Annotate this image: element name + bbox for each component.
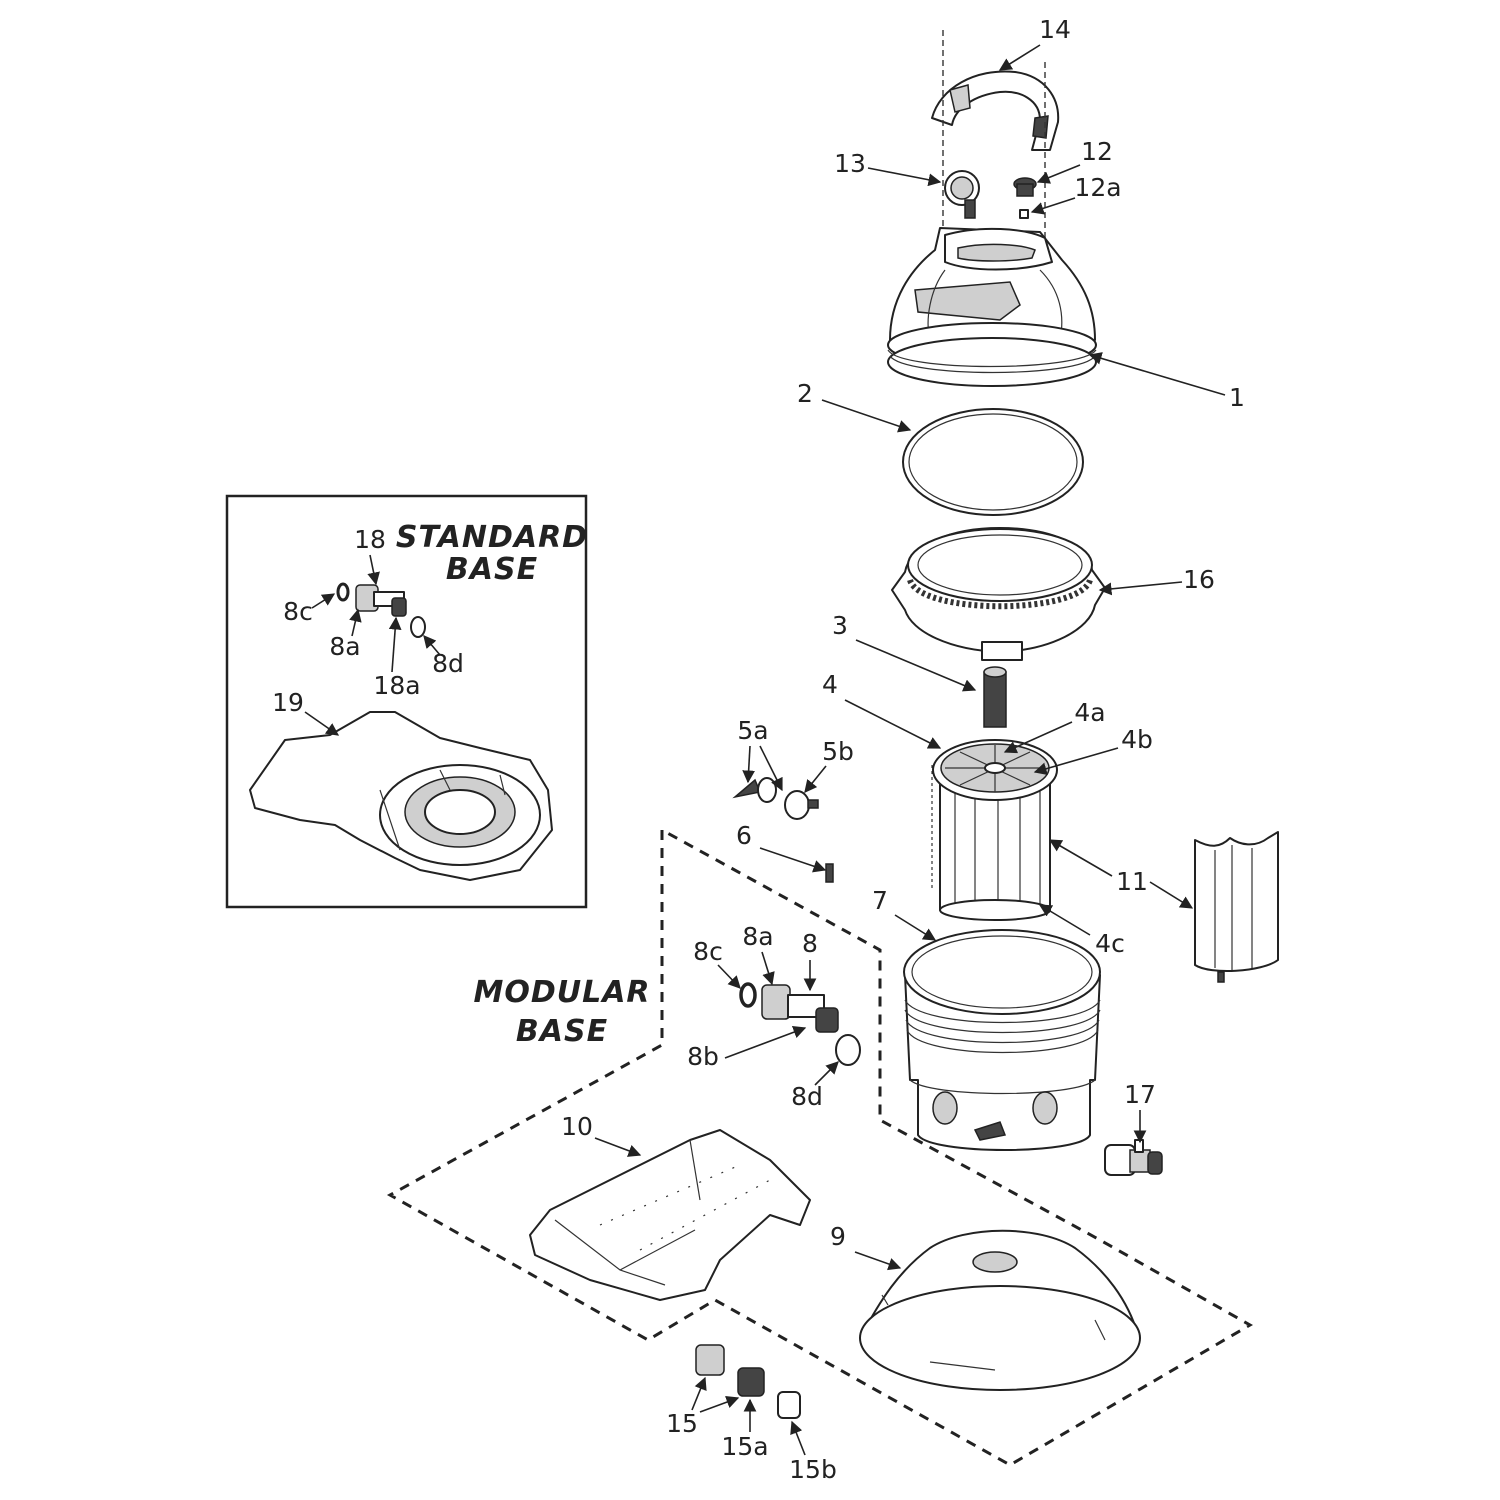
callout-8: 8 xyxy=(802,929,818,958)
part-2-lid-o-ring xyxy=(902,408,1084,516)
callout-15a: 15a xyxy=(721,1432,768,1461)
standard-base-title-line2: BASE xyxy=(446,552,538,587)
callout-18a: 18a xyxy=(373,671,420,700)
callout-15b: 15b xyxy=(789,1455,837,1484)
callout-8c: 8c xyxy=(693,937,723,966)
part-1-filter-lid xyxy=(887,227,1097,387)
part-11-cartridge-segment xyxy=(1194,831,1279,983)
callout-12a: 12a xyxy=(1074,173,1121,202)
part-5a-5b-fittings xyxy=(732,777,819,820)
callout-17: 17 xyxy=(1124,1080,1156,1109)
part-3-inner-element xyxy=(983,666,1007,728)
part-10-modular-base-deck xyxy=(529,1129,811,1301)
callout-12: 12 xyxy=(1081,137,1113,166)
callout-2: 2 xyxy=(797,379,813,408)
callout-8a-standard: 8a xyxy=(329,632,360,661)
callout-4b: 4b xyxy=(1121,725,1153,754)
callout-11: 11 xyxy=(1116,867,1148,896)
callout-7: 7 xyxy=(872,886,888,915)
part-4-cartridge-assembly xyxy=(931,739,1058,921)
callout-8d: 8d xyxy=(791,1082,823,1111)
modular-base-title-line1: MODULAR xyxy=(473,975,650,1010)
callout-19: 19 xyxy=(272,688,304,717)
callout-6: 6 xyxy=(736,821,752,850)
part-16-lock-ring xyxy=(891,527,1106,661)
part-6-screw xyxy=(825,863,834,883)
part-18-union-standard xyxy=(336,582,426,638)
callout-4c: 4c xyxy=(1095,929,1125,958)
callout-4a: 4a xyxy=(1074,698,1105,727)
part-15-bulkhead-fittings xyxy=(695,1344,801,1419)
callout-8c-standard: 8c xyxy=(283,597,313,626)
callout-16: 16 xyxy=(1183,565,1215,594)
callout-5b: 5b xyxy=(822,737,854,766)
part-17-drain-valve xyxy=(1104,1139,1163,1176)
callout-14: 14 xyxy=(1039,15,1071,44)
callout-3: 3 xyxy=(832,611,848,640)
part-8-union-modular xyxy=(739,982,861,1066)
callout-15: 15 xyxy=(666,1409,698,1438)
standard-base-inset: STANDARD BASE 18 8c 8a 18a 8d 19 xyxy=(225,494,588,909)
callout-18: 18 xyxy=(354,525,386,554)
part-9-modular-base-dome xyxy=(859,1229,1141,1391)
modular-base-title-line2: BASE xyxy=(516,1014,608,1049)
callout-5a: 5a xyxy=(737,716,768,745)
callout-1: 1 xyxy=(1229,383,1245,412)
callout-4: 4 xyxy=(822,670,838,699)
part-19-standard-base xyxy=(249,711,553,881)
callout-8b: 8b xyxy=(687,1042,719,1071)
callout-10: 10 xyxy=(561,1112,593,1141)
part-12-air-relief-valve xyxy=(1013,177,1037,219)
standard-base-title-line1: STANDARD xyxy=(396,520,588,555)
part-13-pressure-gauge xyxy=(944,170,980,219)
callout-9: 9 xyxy=(830,1222,846,1251)
part-7-tank-body xyxy=(903,929,1101,1151)
callout-8d-standard: 8d xyxy=(432,649,464,678)
callout-8a: 8a xyxy=(742,922,773,951)
modular-base-region xyxy=(386,827,1254,1467)
callout-13: 13 xyxy=(834,149,866,178)
